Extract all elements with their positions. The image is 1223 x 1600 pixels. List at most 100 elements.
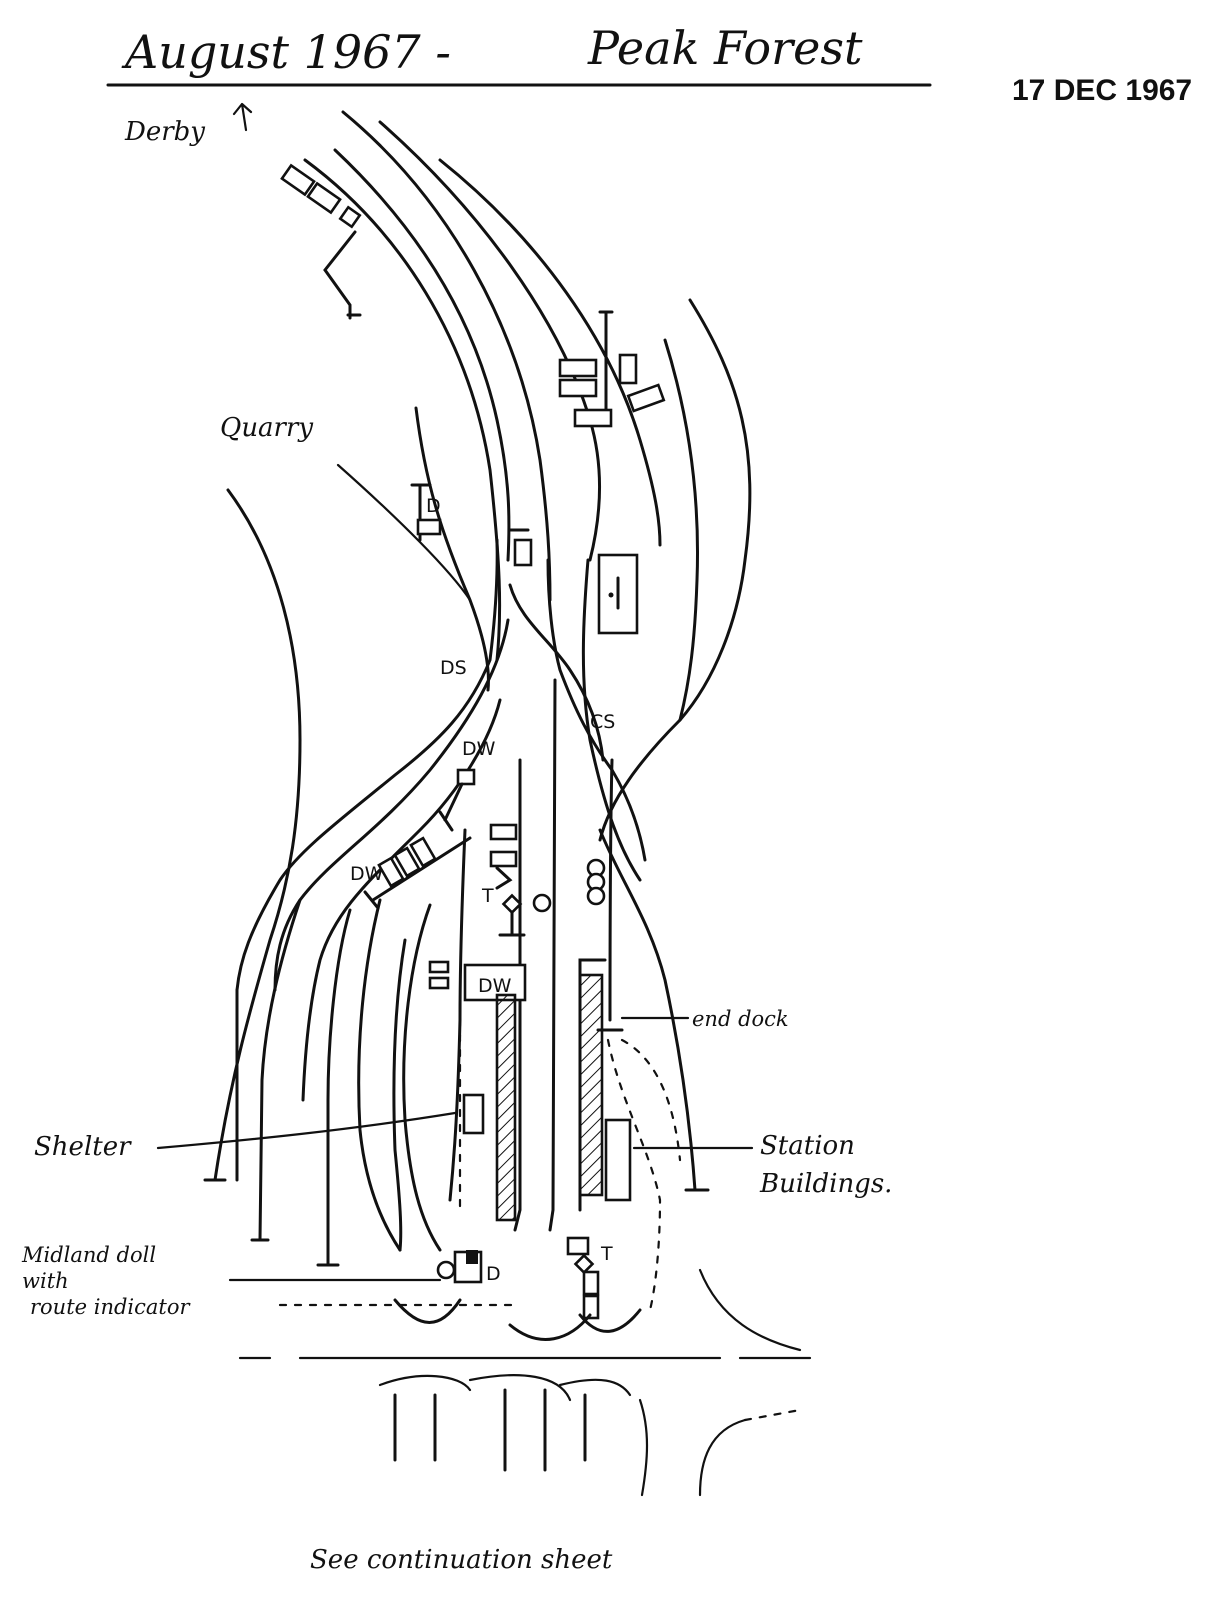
signal-lamp — [338, 205, 362, 229]
up-platform-edge — [495, 993, 517, 1222]
track-line — [581, 558, 642, 882]
signal-arm — [513, 538, 533, 567]
signal-arm — [377, 856, 405, 888]
label-dw-upper: DW — [462, 738, 496, 760]
track-line — [508, 583, 605, 762]
catch-point — [508, 1313, 592, 1341]
siding-track — [357, 898, 402, 1252]
track-line — [438, 158, 662, 547]
signal-t-left: T — [481, 823, 552, 937]
station-buildings — [604, 1118, 632, 1202]
label-midland-doll-line3: route indicator — [30, 1295, 192, 1319]
track-line — [213, 488, 302, 1182]
label-midland-doll-line2: with — [22, 1269, 69, 1293]
signal-arm — [558, 378, 598, 398]
signal-post — [323, 230, 357, 320]
title-date: August 1967 - — [121, 25, 451, 79]
bridge-arch — [468, 1374, 572, 1402]
signal-arm — [582, 1270, 600, 1296]
main-tracks — [303, 110, 752, 722]
track-line — [301, 698, 502, 1102]
label-cs: CS — [590, 711, 615, 733]
label-station-buildings-line2: Buildings. — [759, 1169, 892, 1199]
label-d-lower: D — [486, 1263, 501, 1285]
road-boundary — [606, 1038, 662, 1312]
road-edge — [638, 1398, 649, 1497]
signal-arm — [416, 518, 442, 536]
signal-arm — [306, 181, 342, 215]
crossing-area — [238, 1268, 812, 1497]
road-boundary — [620, 1038, 682, 1162]
signal-arm — [618, 353, 638, 385]
label-t-left: T — [481, 885, 494, 907]
signal-arm — [428, 976, 450, 990]
siding-track — [392, 938, 407, 1252]
label-dw-left: DW — [350, 863, 384, 885]
signal-arm — [626, 383, 666, 413]
signal-disc — [586, 886, 606, 906]
crossover-tracks — [213, 488, 682, 1182]
ground-disc-signal — [532, 893, 552, 913]
track-line — [303, 158, 502, 662]
track-line — [378, 120, 601, 562]
signal-arm — [558, 358, 598, 378]
top-left-signal-group — [280, 163, 362, 320]
label-ds: DS — [440, 657, 467, 679]
footer-note: See continuation sheet — [310, 1545, 613, 1575]
signal-post — [498, 910, 526, 937]
catch-point — [578, 1308, 642, 1333]
doll-disc — [436, 1260, 456, 1280]
road-edge — [698, 1268, 802, 1352]
label-shelter: Shelter — [34, 1132, 132, 1162]
track-line — [546, 558, 647, 862]
track-line — [235, 538, 499, 992]
track-line — [333, 148, 511, 562]
road-edge — [743, 1408, 802, 1422]
shelter-leader — [156, 1111, 457, 1150]
label-dw-platform: DW — [478, 975, 512, 997]
dw-signal-upper: DW — [438, 738, 496, 832]
end-dock-track — [608, 758, 614, 1022]
track-continuation — [393, 1388, 587, 1472]
signal-arm — [456, 768, 476, 786]
siding-track — [258, 898, 302, 1242]
signal-post — [363, 890, 380, 910]
signal-arm — [393, 846, 421, 878]
label-t-right: T — [600, 1243, 613, 1265]
dw-signal-left: DW — [350, 836, 472, 910]
goods-track-right — [598, 828, 697, 1192]
siding-track — [402, 903, 442, 1252]
label-end-dock: end dock — [692, 1007, 789, 1031]
signal-arm — [428, 960, 450, 974]
up-platform: DW — [428, 960, 527, 1222]
midland-doll-signal: D — [436, 1250, 501, 1285]
track-line — [273, 618, 510, 992]
up-main-track — [513, 758, 522, 1232]
signal-arm — [489, 823, 518, 841]
catch-point — [393, 1298, 462, 1324]
signal-arm — [280, 163, 316, 197]
ground-signal-upper — [508, 528, 533, 567]
signal-t-right: T — [566, 1236, 613, 1320]
label-derby: Derby — [124, 117, 205, 147]
title-place: Peak Forest — [587, 21, 863, 75]
signal-box-main — [597, 553, 639, 635]
bay-track-left — [448, 828, 467, 1202]
shelter-building — [462, 1093, 485, 1135]
signal-arm — [409, 836, 437, 868]
signal-arm — [566, 1236, 590, 1256]
signal-lamp — [573, 1253, 595, 1275]
route-indicator — [466, 1250, 478, 1264]
label-quarry: Quarry — [220, 413, 313, 443]
derby-arrow-icon — [232, 102, 253, 132]
date-stamp: 17 DEC 1967 — [1012, 74, 1192, 107]
top-right-signal-gantry — [558, 310, 666, 428]
label-midland-doll-line1: Midland doll — [21, 1243, 156, 1267]
buffer-stops — [203, 313, 710, 1267]
bridge-arch — [378, 1374, 472, 1392]
down-platform — [578, 958, 682, 1312]
track-line — [663, 338, 700, 722]
coil-signal-right — [586, 858, 606, 906]
signal-arm — [573, 408, 613, 428]
